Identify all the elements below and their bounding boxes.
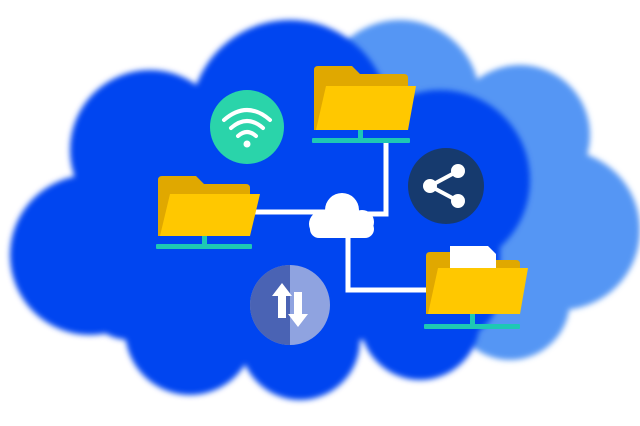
- folder-icon: [156, 176, 260, 249]
- folder-icon: [312, 66, 416, 143]
- upload-download-icon: [250, 265, 330, 345]
- share-icon: [408, 148, 484, 224]
- wifi-icon: [210, 90, 284, 164]
- small-cloud-icon: [309, 193, 374, 238]
- folder-with-document-icon: [424, 246, 528, 329]
